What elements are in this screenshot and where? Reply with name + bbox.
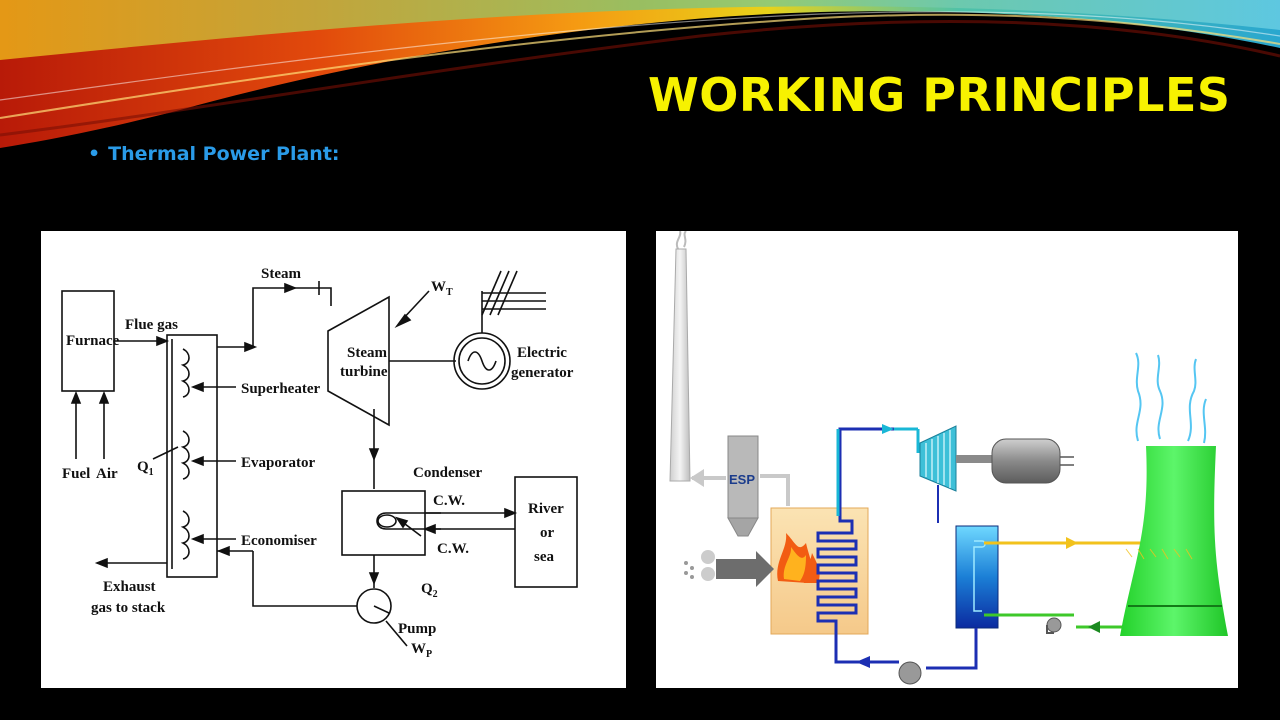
air-label: Air [96,466,118,482]
wp-label: WP [411,641,432,660]
economiser-coil [180,510,190,560]
esp-unit [727,435,759,519]
boiler-coil [816,427,894,633]
q2-label: Q2 [421,581,438,600]
slide-title: WORKING PRINCIPLES [648,68,1231,122]
q1-label: Q1 [137,459,154,478]
river-box [514,476,578,588]
cw-top-label: C.W. [433,493,465,509]
pump-label: Pump [398,621,436,637]
superheater-label: Superheater [241,381,320,397]
electric-generator-label-1: Electric [517,345,567,361]
river-label-1: River [528,501,564,517]
river-label-3: sea [534,549,554,565]
steam-label: Steam [261,266,301,282]
fuel-arrow [716,551,774,587]
cw-bottom-label: C.W. [437,541,469,557]
bullet-dot: • [88,143,101,165]
river-label-2: or [540,525,555,541]
steam-turbine-label-2: turbine [340,364,388,380]
plant-schematic-diagram: Furnace Flue gas Steam WT Steam turbine … [41,231,626,688]
chimney [669,248,691,482]
boiler-box [166,334,218,578]
economiser-label: Economiser [241,533,317,549]
bullet-item: • Thermal Power Plant: [88,143,340,165]
turbine-shape [327,295,390,427]
fuel-label: Fuel [62,466,90,482]
exhaust-label-1: Exhaust [103,579,156,595]
evaporator-coil [180,430,190,480]
cooling-tower [1120,446,1228,636]
steam-turbine-label-1: Steam [347,345,387,361]
superheater-coil [180,348,190,398]
condenser-label: Condenser [413,465,483,481]
condenser-box [341,490,426,556]
wt-label: WT [431,279,453,298]
feed-pump [898,661,922,685]
plant-illustration: ESP [656,231,1238,688]
evaporator-label: Evaporator [241,455,316,471]
electric-generator-label-2: generator [511,365,574,381]
esp-label: ESP [729,472,755,487]
flue-gas-label: Flue gas [125,317,178,333]
generator [991,438,1061,484]
decorative-swoosh [0,0,1280,148]
furnace-label: Furnace [66,333,120,349]
bullet-text: Thermal Power Plant: [108,143,340,165]
exhaust-label-2: gas to stack [91,600,166,616]
